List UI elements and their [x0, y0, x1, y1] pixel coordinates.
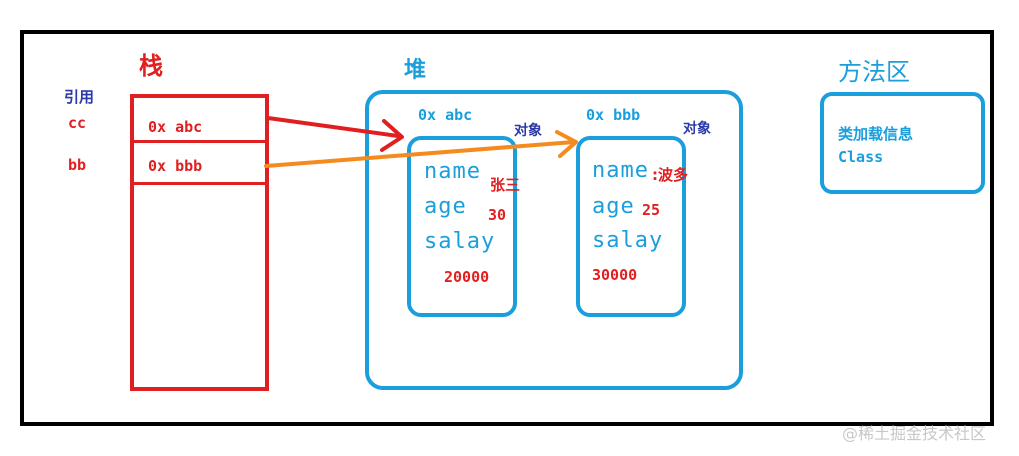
object-2-addr: 0x bbb [586, 106, 641, 124]
object-2-field-age: age [592, 194, 635, 219]
object-1-field-salary: salay [424, 229, 496, 254]
object-1-value-age: 30 [488, 206, 507, 224]
object-2-value-age: 25 [642, 201, 661, 219]
stack-cell-cc-addr: 0x abc [148, 118, 203, 136]
diagram-frame [20, 30, 994, 426]
object-2-box [576, 136, 686, 317]
method-area-line2: Class [838, 148, 884, 166]
object-2-field-salary: salay [592, 228, 664, 253]
arrow-bb-to-object-2 [264, 130, 578, 168]
method-area-box [820, 92, 985, 194]
object-2-value-name: :波多 [652, 166, 688, 184]
refs-label: 引用 [64, 88, 95, 106]
object-1-field-name: name [424, 159, 481, 184]
ref-cc-label: cc [68, 114, 87, 132]
stack-row-divider [130, 182, 269, 185]
heap-title: 堆 [404, 57, 427, 83]
stack-box [130, 94, 269, 391]
object-1-field-age: age [424, 194, 467, 219]
arrow-cc-to-object-1 [266, 116, 404, 152]
object-1-value-salary: 20000 [444, 268, 490, 286]
object-2-field-name: name [592, 158, 649, 183]
method-area-line1: 类加载信息 [838, 125, 914, 143]
watermark: @稀土掘金技术社区 [842, 424, 987, 443]
object-1-tag: 对象 [514, 123, 542, 139]
stack-row-divider [130, 140, 269, 143]
ref-bb-label: bb [68, 156, 87, 174]
method-area-title: 方法区 [838, 58, 910, 86]
object-1-value-name: 张三 [490, 176, 521, 194]
stack-title: 栈 [139, 51, 163, 80]
object-1-addr: 0x abc [418, 106, 473, 124]
heap-box [365, 90, 743, 390]
object-1-box [407, 136, 517, 317]
object-2-value-salary: 30000 [592, 266, 638, 284]
object-2-tag: 对象 [683, 121, 711, 137]
stack-cell-bb-addr: 0x bbb [148, 157, 203, 175]
